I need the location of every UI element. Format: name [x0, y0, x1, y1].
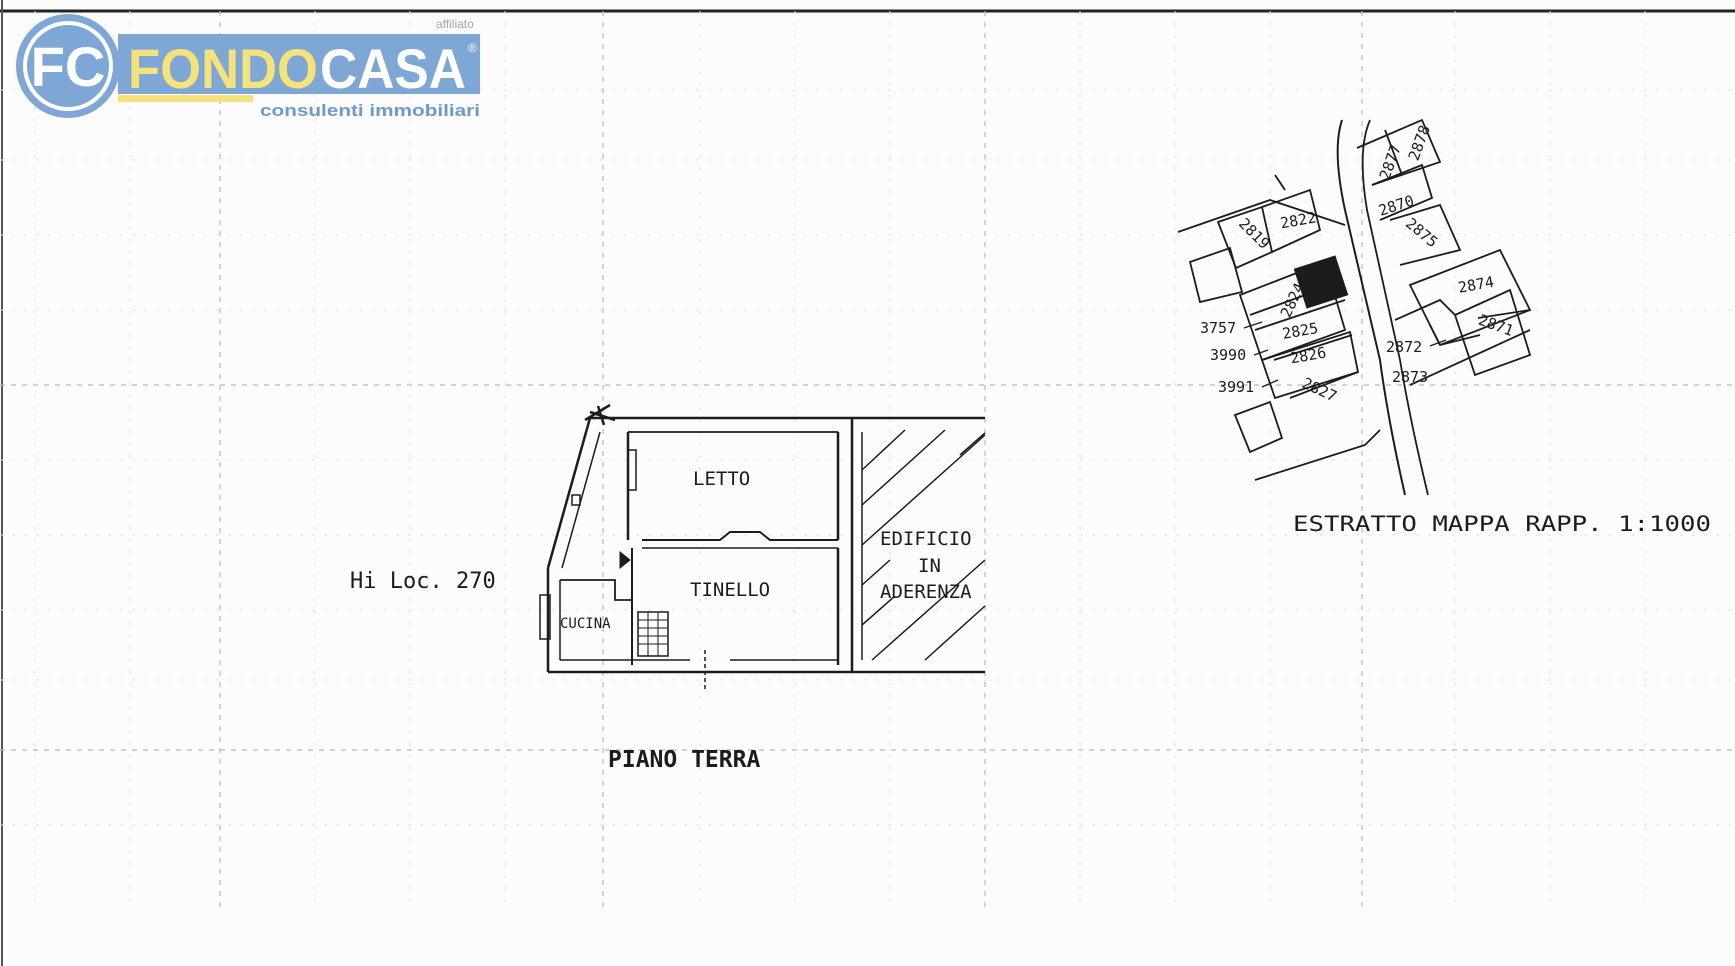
parcel-2870: 2870 — [1376, 191, 1416, 219]
parcel-2822: 2822 — [1279, 208, 1318, 232]
parcel-3990: 3990 — [1210, 346, 1246, 364]
parcel-3757: 3757 — [1200, 319, 1236, 337]
logo-circle — [16, 14, 120, 118]
logo-brand-part2: CASA — [320, 37, 466, 100]
parcel-2875: 2875 — [1402, 214, 1441, 251]
parcel-3991: 3991 — [1218, 378, 1254, 396]
room-label-tinello: TINELLO — [690, 579, 770, 601]
adjacent-building-line3: ADERENZA — [880, 581, 972, 603]
parcel-leader-lines — [1243, 321, 1447, 388]
logo-ring — [23, 21, 113, 111]
room-label-cucina: CUCINA — [560, 616, 611, 632]
background-grid — [0, 11, 1735, 910]
logo-affiliate-label: affiliato — [436, 17, 474, 31]
parcel-2878: 2878 — [1405, 123, 1434, 163]
logo-monogram: FC — [31, 35, 106, 98]
floor-plan-labels: LETTO TINELLO CUCINA EDIFICIO IN ADERENZ… — [350, 468, 972, 773]
parcel-2825: 2825 — [1281, 319, 1320, 343]
parcel-2874: 2874 — [1457, 273, 1496, 297]
floor-plan-title: PIANO TERRA — [608, 747, 760, 773]
adjacent-building-hatch — [861, 429, 986, 661]
target-parcel — [1293, 255, 1349, 309]
cadastral-map — [1177, 118, 1532, 496]
parcel-2872: 2872 — [1386, 338, 1422, 356]
fondocasa-logo: FC FONDO CASA ® affiliato consulenti imm… — [16, 14, 480, 120]
logo-underline — [118, 95, 253, 102]
parcel-2873: 2873 — [1392, 368, 1428, 386]
logo-tagline: consulenti immobiliari — [260, 101, 480, 120]
logo-brand-part1: FONDO — [128, 37, 318, 100]
logo-registered-mark: ® — [468, 41, 477, 55]
ceiling-height-note: Hi Loc. 270 — [350, 569, 496, 594]
logo-band — [118, 34, 480, 94]
fine-grid — [0, 11, 1735, 910]
adjacent-building-line1: EDIFICIO — [880, 528, 972, 550]
parcel-2826: 2826 — [1289, 343, 1328, 367]
parcel-2819: 2819 — [1235, 214, 1273, 252]
room-label-letto: LETTO — [693, 468, 750, 490]
floor-plan — [539, 403, 986, 690]
adjacent-building-line2: IN — [918, 555, 941, 577]
cadastral-map-title: ESTRATTO MAPPA RAPP. 1:1000 — [1293, 512, 1711, 536]
parcel-2871: 2871 — [1476, 311, 1516, 340]
